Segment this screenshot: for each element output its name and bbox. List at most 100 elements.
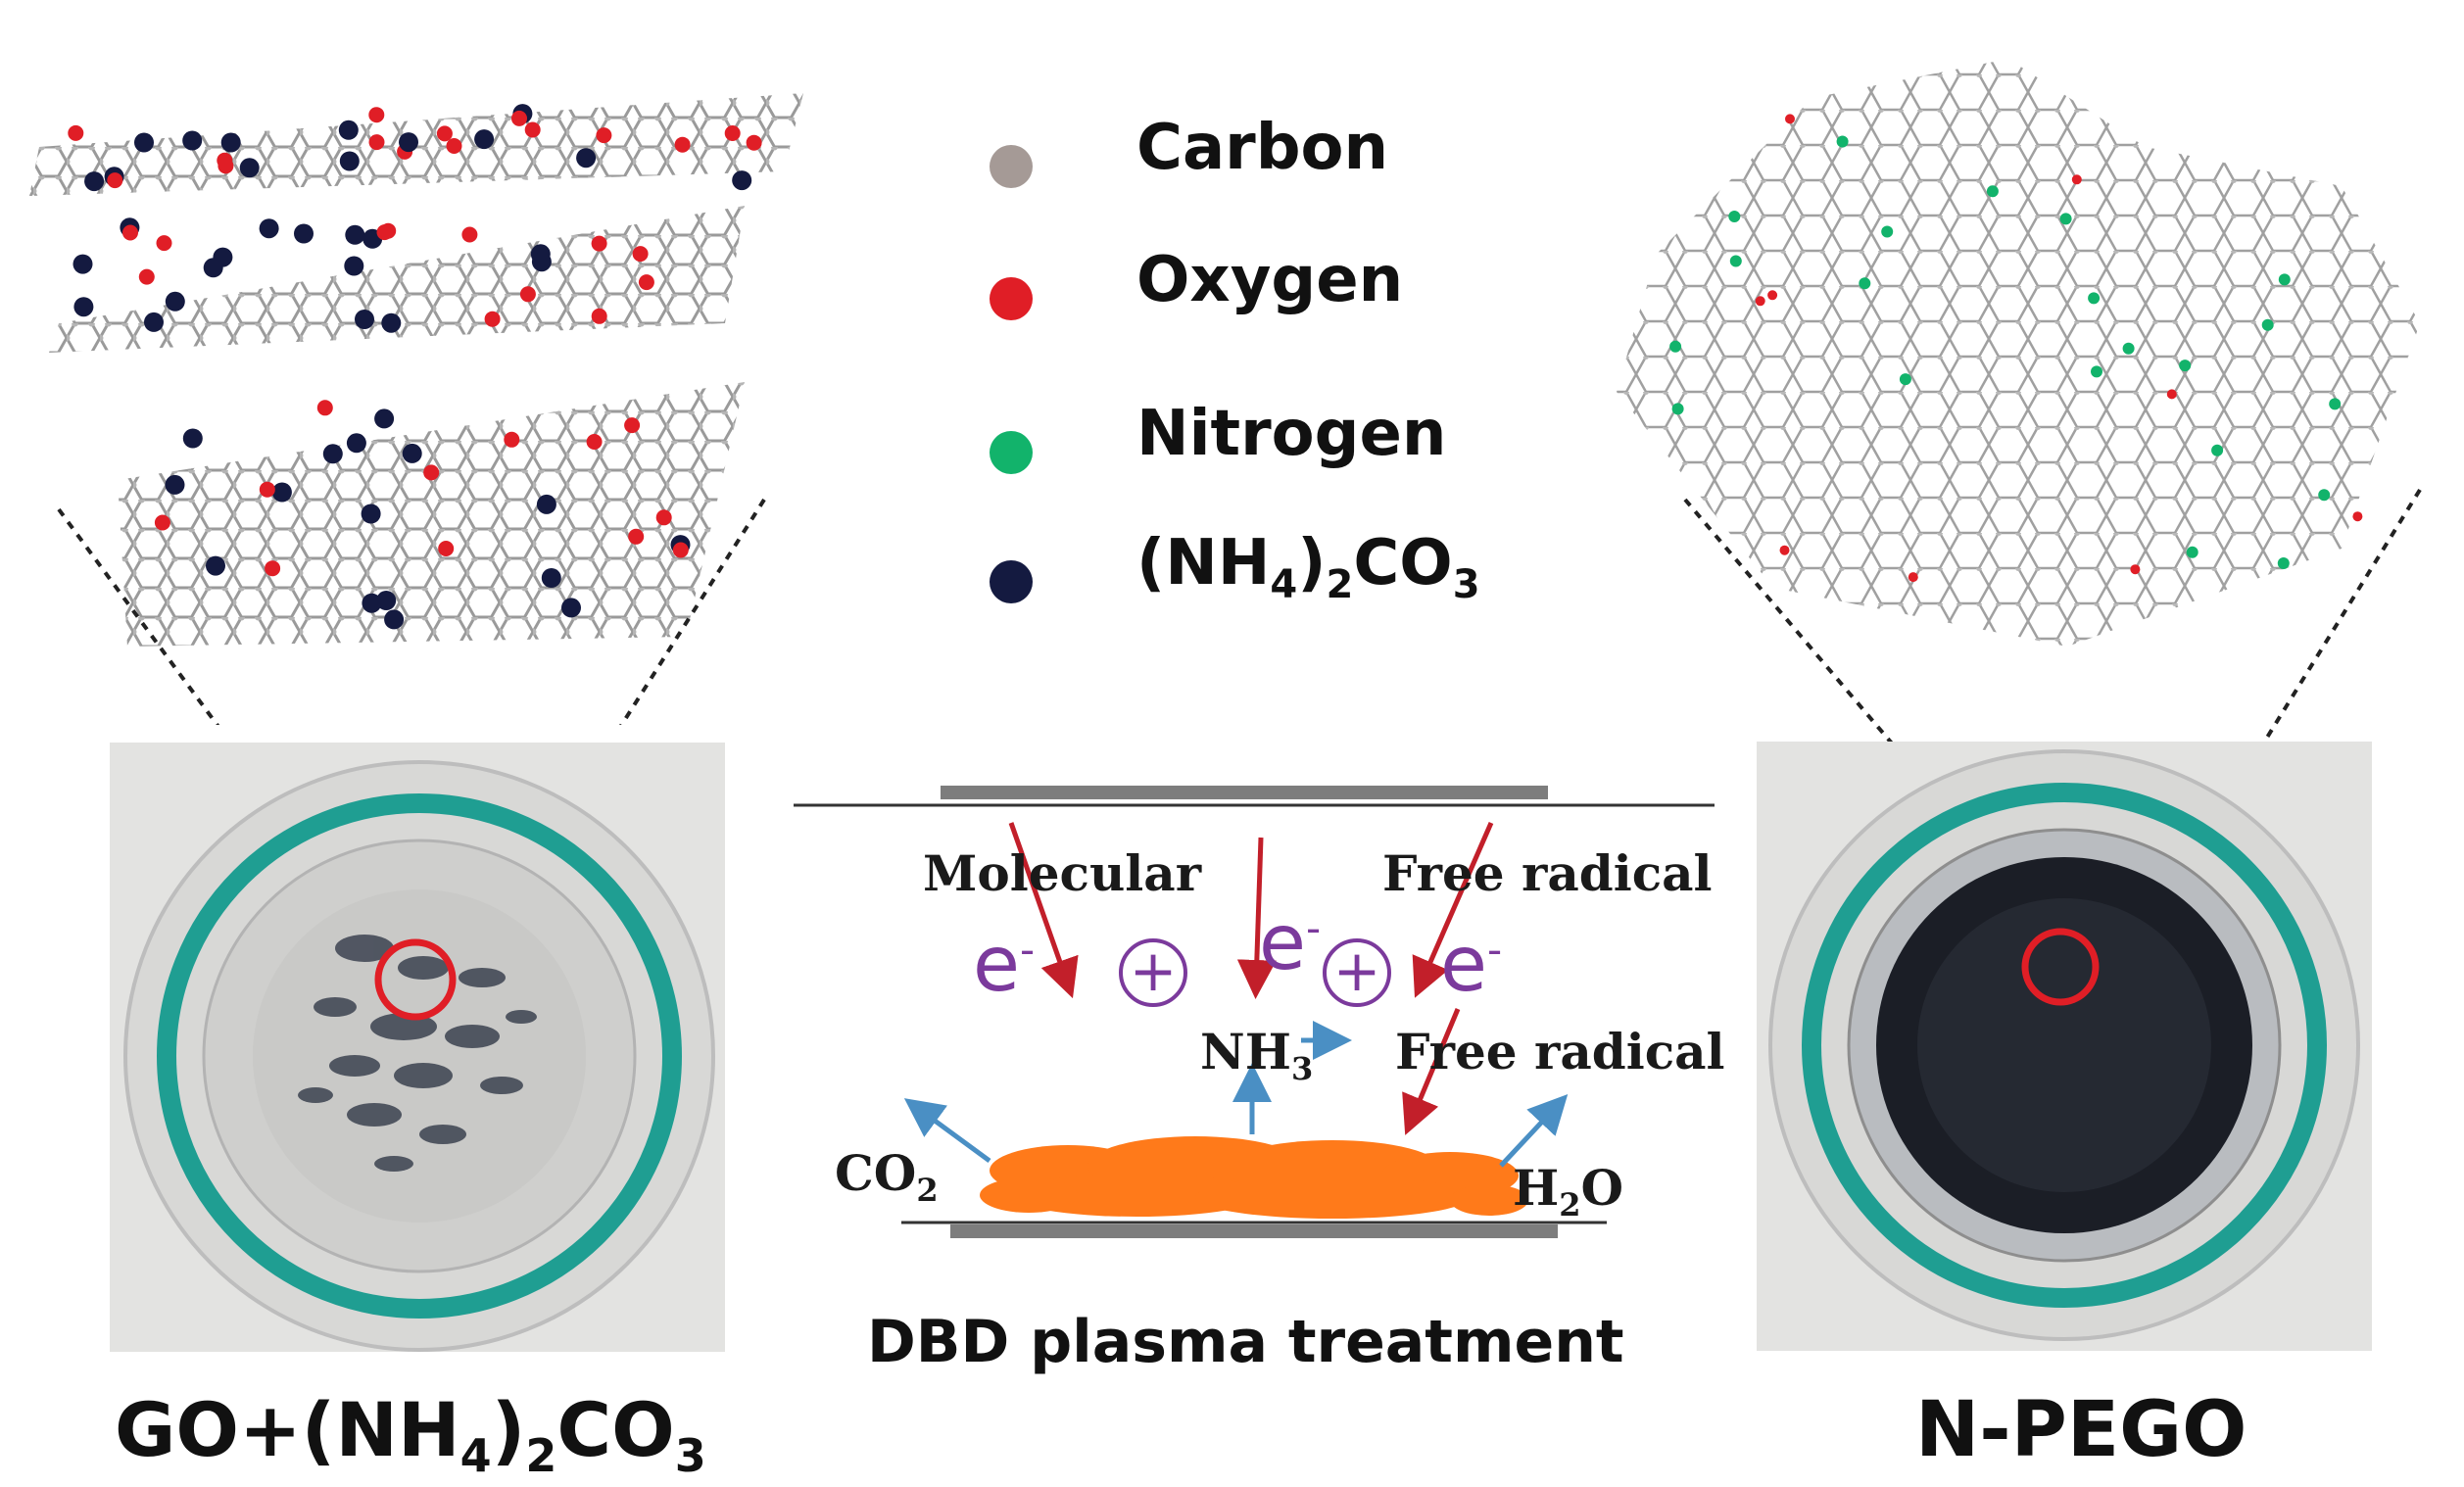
ammonium-carbonate-particle xyxy=(374,408,395,429)
oxygen-atom xyxy=(1767,290,1778,301)
zoom-line-right-b xyxy=(2134,488,2422,952)
oxygen-atom xyxy=(591,308,607,324)
oxygen-atom xyxy=(156,235,172,252)
oxygen-atom xyxy=(1779,545,1790,555)
oxygen-atom xyxy=(1755,296,1765,307)
ammonium-carbonate-particle xyxy=(536,494,556,514)
nitrogen-swatch xyxy=(990,431,1033,474)
teal-ring xyxy=(1802,783,2327,1308)
oxygen-atom xyxy=(591,235,607,252)
ammonium-carbonate-particle xyxy=(259,218,279,239)
zoom-circle-left xyxy=(374,938,457,1021)
red-arrow-1 xyxy=(1008,822,1079,999)
ammonium-carbonate-particle xyxy=(144,312,164,332)
blue-arrow-co2 xyxy=(903,1098,991,1164)
nitrogen-atom xyxy=(2179,360,2192,372)
oxygen-atom xyxy=(423,464,440,481)
nitrogen-atom xyxy=(1669,340,1682,353)
caption-go-ammonium-carbonate: GO+(NH4)2CO3 xyxy=(115,1386,706,1483)
nitrogen-atom xyxy=(1859,277,1871,290)
legend-label-ammonium-carbonate: (NH4)2CO3 xyxy=(1136,527,1480,607)
label-molecular: Molecular xyxy=(923,844,1202,902)
caption-npego: N-PEGO xyxy=(1915,1386,2247,1474)
nitrogen-atom xyxy=(1671,403,1684,415)
ammonium-carbonate-particle xyxy=(322,444,343,464)
electron-3: e- xyxy=(1440,921,1503,1009)
ammonium-carbonate-particle xyxy=(362,593,382,613)
oxygen-atom xyxy=(511,110,527,126)
oxygen-atom xyxy=(596,127,612,144)
teal-ring xyxy=(157,793,682,1319)
go-stacked-sheets-illustration xyxy=(29,93,803,725)
go-sheet-atoms xyxy=(68,104,762,630)
oxygen-atom xyxy=(586,434,603,450)
ammonium-carbonate-particle xyxy=(182,130,203,151)
nitrogen-atom xyxy=(2122,342,2135,355)
oxygen-atom xyxy=(138,268,155,285)
ammonium-carbonate-particle xyxy=(531,252,552,272)
ammonium-carbonate-particle xyxy=(338,120,359,140)
oxygen-atom xyxy=(746,134,762,151)
ammonium-carbonate-particle xyxy=(220,132,241,153)
oxygen-atom xyxy=(484,311,501,327)
oxygen-atom xyxy=(436,125,453,142)
ammonium-carbonate-particle xyxy=(576,148,597,168)
oxygen-atom xyxy=(461,226,478,243)
oxygen-atom xyxy=(672,542,689,558)
oxygen-atom xyxy=(376,224,393,241)
legend-item-nitrogen: Nitrogen xyxy=(990,398,1446,474)
label-nh3: NH3 xyxy=(1200,1023,1314,1087)
go-sample-photo xyxy=(110,743,725,1352)
oxygen-atom xyxy=(316,400,333,416)
ammonium-carbonate-particle xyxy=(541,568,561,588)
nitrogen-atom xyxy=(2329,398,2342,410)
red-arrow-2 xyxy=(1236,837,1277,999)
oxygen-atom xyxy=(724,125,741,141)
ammonium-carbonate-particle xyxy=(72,254,93,274)
oxygen-atom xyxy=(259,481,275,498)
ammonium-carbonate-particle xyxy=(361,504,381,524)
label-co2: CO2 xyxy=(835,1144,939,1209)
ammonium-carbonate-particle xyxy=(206,555,225,576)
ammonium-carbonate-particle xyxy=(381,312,402,333)
oxygen-atom xyxy=(446,138,462,154)
ammonium-carbonate-particle xyxy=(346,433,366,454)
zoom-line-left-a xyxy=(57,507,220,725)
oxygen-atom xyxy=(154,514,170,531)
ammonium-carbonate-particle xyxy=(355,310,374,329)
nitrogen-atom xyxy=(2059,213,2072,225)
ammonium-carbonate-particle xyxy=(399,132,418,153)
go-sheet-middle xyxy=(49,206,745,353)
oxygen-atom xyxy=(107,172,123,189)
carbon-swatch xyxy=(990,145,1033,188)
legend-label-nitrogen: Nitrogen xyxy=(1136,398,1447,470)
nitrogen-atom xyxy=(2261,318,2274,331)
nitrogen-atom xyxy=(2211,444,2224,456)
ammonium-carbonate-particle xyxy=(384,609,405,630)
sample-material-blob xyxy=(980,1136,1528,1219)
ammonium-carbonate-particle xyxy=(73,297,94,317)
ammonium-carbonate-particle xyxy=(213,247,233,267)
oxygen-atom xyxy=(2071,174,2082,185)
nitrogen-atom xyxy=(2186,546,2198,558)
label-free-radical-top: Free radical xyxy=(1382,844,1713,902)
ammonium-carbonate-particle xyxy=(402,443,422,463)
oxygen-atom xyxy=(1785,114,1795,124)
nitrogen-atom xyxy=(2088,292,2101,305)
oxygen-swatch xyxy=(990,277,1033,320)
zoom-line-left-b xyxy=(619,498,766,725)
electron-1: e- xyxy=(973,921,1036,1009)
red-arrow-4 xyxy=(1402,1008,1461,1135)
oxygen-atom xyxy=(368,134,385,151)
nitrogen-atom xyxy=(1899,373,1911,386)
electron-2: e- xyxy=(1259,899,1322,987)
oxygen-atom xyxy=(122,224,138,241)
oxygen-atom xyxy=(624,417,641,434)
positive-ion-1: + xyxy=(1119,938,1187,1007)
oxygen-atom xyxy=(2130,564,2141,575)
legend-item-oxygen: Oxygen xyxy=(990,244,1403,320)
oxygen-atom xyxy=(2166,389,2177,400)
oxygen-atom xyxy=(674,136,691,153)
ammonium-carbonate-particle xyxy=(84,171,105,192)
npego-sheet-atoms xyxy=(1669,114,2363,583)
